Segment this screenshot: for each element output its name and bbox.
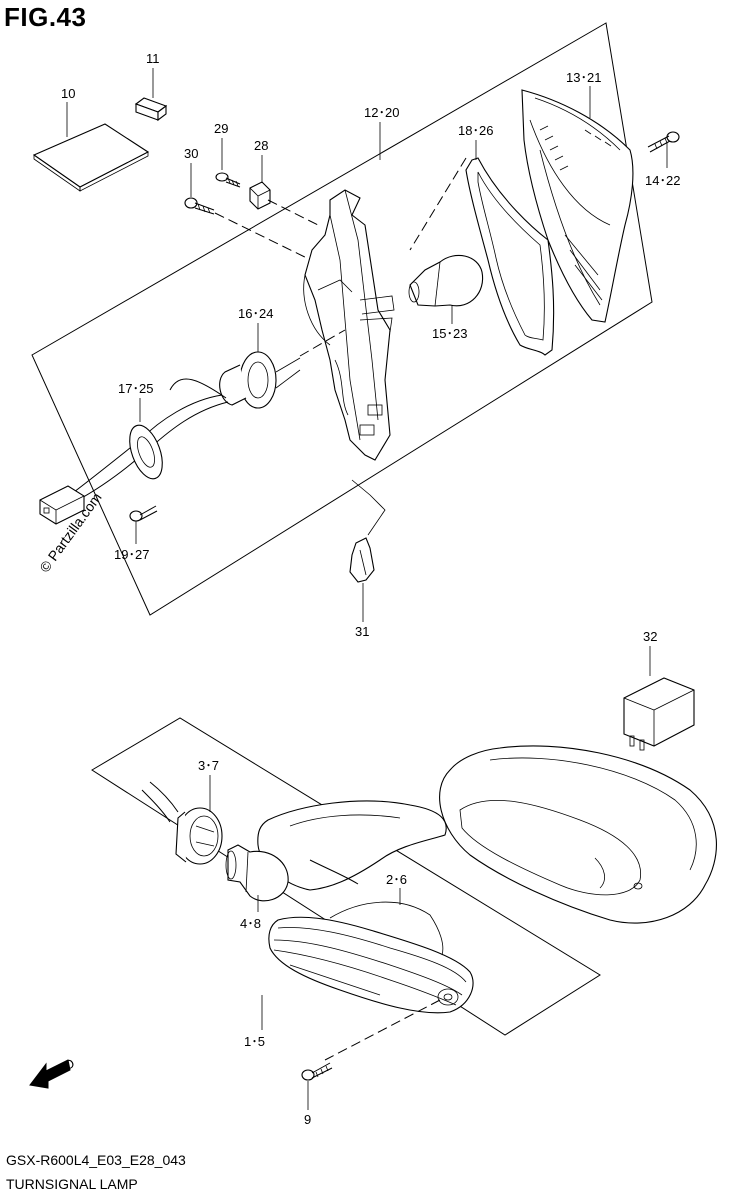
leader-bracket-to-31 <box>351 479 386 536</box>
svg-text:FWD: FWD <box>44 1055 77 1082</box>
part-14-22-screw <box>647 131 680 153</box>
callout-31: 31 <box>355 624 369 639</box>
callout-2-6: 2･6 <box>386 872 407 887</box>
part-10-label-sticker <box>32 123 150 192</box>
callout-9: 9 <box>304 1112 311 1127</box>
callout-3-7: 3･7 <box>198 758 219 773</box>
part-18-26-gasket <box>465 157 555 356</box>
mirror-housing <box>439 745 717 924</box>
part-2-6-lens <box>268 901 474 1014</box>
part-12-20-housing-bracket <box>303 189 395 461</box>
callout-11: 11 <box>146 51 160 66</box>
callout-13-21: 13･21 <box>566 70 601 85</box>
dash-line-nut-28 <box>267 199 321 227</box>
callout-16-24: 16･24 <box>238 306 273 321</box>
part-9-screw <box>301 1062 333 1081</box>
dash-line-screw-30 <box>214 212 316 263</box>
callout-14-22: 14･22 <box>645 173 680 188</box>
callout-29: 29 <box>214 121 228 136</box>
callout-32: 32 <box>643 629 657 644</box>
part-16-24-socket <box>219 351 301 409</box>
part-17-25-wire-harness <box>39 378 229 525</box>
callout-10: 10 <box>61 86 75 101</box>
part-15-23-bulb <box>408 254 484 307</box>
part-13-21-lens <box>521 89 634 323</box>
callout-17-25: 17･25 <box>118 381 153 396</box>
part-4-8-bulb <box>225 844 289 902</box>
callout-19-27: 19･27 <box>114 547 149 562</box>
model-code: GSX-R600L4_E03_E28_043 <box>6 1152 186 1168</box>
dash-line-socket <box>299 329 346 357</box>
callout-12-20: 12･20 <box>364 105 399 120</box>
callout-15-23: 15･23 <box>432 326 467 341</box>
part-31-clip <box>349 537 375 583</box>
fwd-arrow-icon: FWD <box>29 1055 77 1089</box>
figure-name: TURNSIGNAL LAMP <box>6 1176 138 1192</box>
rear-assembly-frame <box>31 22 653 616</box>
part-29-screw <box>215 172 241 188</box>
callout-28: 28 <box>254 138 268 153</box>
part-11-pad <box>134 97 168 122</box>
dash-line-gasket <box>409 157 467 251</box>
callout-18-26: 18･26 <box>458 123 493 138</box>
callout-30: 30 <box>184 146 198 161</box>
part-30-screw <box>184 197 215 215</box>
dash-line-screw-9 <box>324 999 441 1061</box>
front-signal-body <box>257 800 447 891</box>
parts-diagram: 10 11 29 28 30 <box>29 22 717 1127</box>
part-3-7-socket <box>141 781 223 865</box>
part-32-relay <box>623 677 695 751</box>
callout-4-8: 4･8 <box>240 916 261 931</box>
part-28-clip-nut <box>249 181 271 210</box>
callout-1-5: 1･5 <box>244 1034 265 1049</box>
figure-title: FIG.43 <box>4 2 87 32</box>
part-19-27-screw <box>129 505 158 522</box>
